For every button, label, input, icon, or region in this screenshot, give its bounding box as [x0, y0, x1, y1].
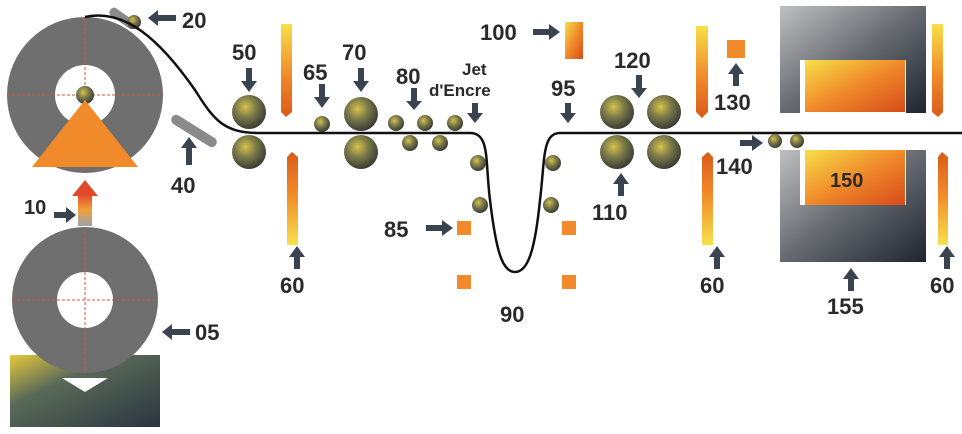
- heater-panel-top-2: [696, 26, 708, 118]
- label-60-left: 60: [280, 273, 304, 298]
- label-110: 110: [592, 200, 628, 225]
- label-20: 20: [182, 8, 206, 33]
- nip-rollers-70: [344, 97, 378, 169]
- heater-panel-top-3: [932, 24, 943, 117]
- block-90-left: [457, 275, 471, 289]
- block-90-right: [562, 275, 576, 289]
- unwind-stand: [32, 100, 138, 167]
- rollers-140: [768, 134, 804, 148]
- nip-rollers-50: [232, 95, 266, 169]
- heater-panel-bottom: [287, 152, 298, 245]
- label-140: 140: [716, 154, 753, 179]
- label-jet-line2: d'Encre: [429, 81, 491, 100]
- heater-panel-bottom-2: [702, 152, 713, 245]
- label-40: 40: [171, 173, 195, 198]
- label-jet-line1: Jet: [462, 60, 487, 79]
- label-10: 10: [24, 197, 46, 219]
- arrows: [54, 10, 955, 340]
- label-50: 50: [232, 40, 256, 65]
- web-path: [84, 14, 962, 274]
- reel-05: [10, 227, 160, 427]
- label-85: 85: [384, 217, 408, 242]
- block-85-right: [562, 221, 576, 235]
- supply-roll: [7, 17, 163, 173]
- applicator-100: [565, 22, 583, 59]
- label-65: 65: [303, 60, 327, 85]
- label-05: 05: [195, 320, 219, 345]
- roller-65: [314, 116, 330, 132]
- label-60-right: 60: [930, 273, 954, 298]
- label-95: 95: [551, 76, 575, 101]
- feed-arrow-10: [72, 180, 98, 226]
- label-155: 155: [827, 294, 864, 319]
- label-130: 130: [714, 90, 751, 115]
- label-100: 100: [480, 20, 517, 45]
- label-90: 90: [500, 302, 524, 327]
- sensor-130: [727, 40, 745, 58]
- nip-rollers-110-120: [600, 95, 681, 169]
- guide-bar-40: [171, 114, 217, 148]
- label-60-mid: 60: [700, 273, 724, 298]
- label-150: 150: [830, 170, 863, 192]
- label-70: 70: [342, 40, 366, 65]
- bath-rollers: [470, 155, 561, 213]
- label-120: 120: [614, 48, 651, 73]
- heater-panel-top: [281, 24, 292, 117]
- label-80: 80: [396, 64, 420, 89]
- rollers-80: [388, 115, 463, 151]
- block-85-left: [457, 221, 471, 235]
- heater-panel-bottom-3: [938, 152, 948, 245]
- dryer-oven: [780, 6, 926, 262]
